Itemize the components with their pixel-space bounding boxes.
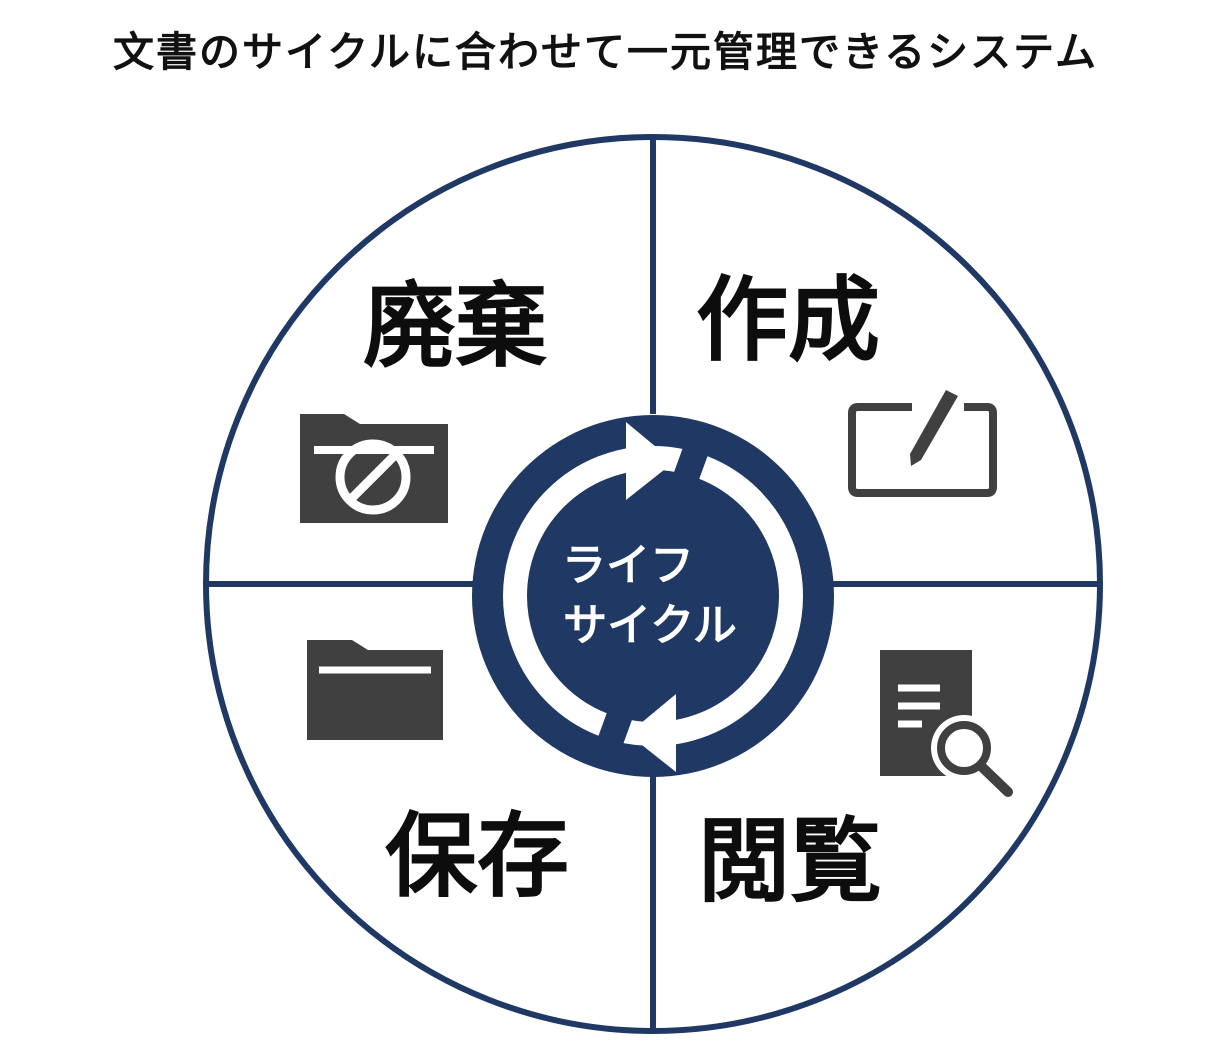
page-title: 文書のサイクルに合わせて一元管理できるシステム bbox=[113, 28, 1098, 76]
label-create: 作成 bbox=[696, 267, 880, 374]
folder-icon bbox=[307, 640, 443, 740]
pen-tablet-icon bbox=[848, 390, 997, 497]
label-store: 保存 bbox=[385, 803, 569, 910]
center-label-line2: サイクル bbox=[563, 600, 737, 651]
center-label-line1: ライフ bbox=[562, 540, 694, 591]
folder-prohibited-icon bbox=[300, 414, 448, 523]
center-hub: ライフ サイクル bbox=[472, 415, 834, 777]
label-dispose: 廃棄 bbox=[363, 273, 547, 380]
document-search-icon bbox=[880, 650, 1013, 797]
cycle-arrow-bottom bbox=[628, 694, 676, 772]
label-view: 閲覧 bbox=[698, 808, 882, 915]
cycle-arrow-top bbox=[626, 422, 674, 500]
